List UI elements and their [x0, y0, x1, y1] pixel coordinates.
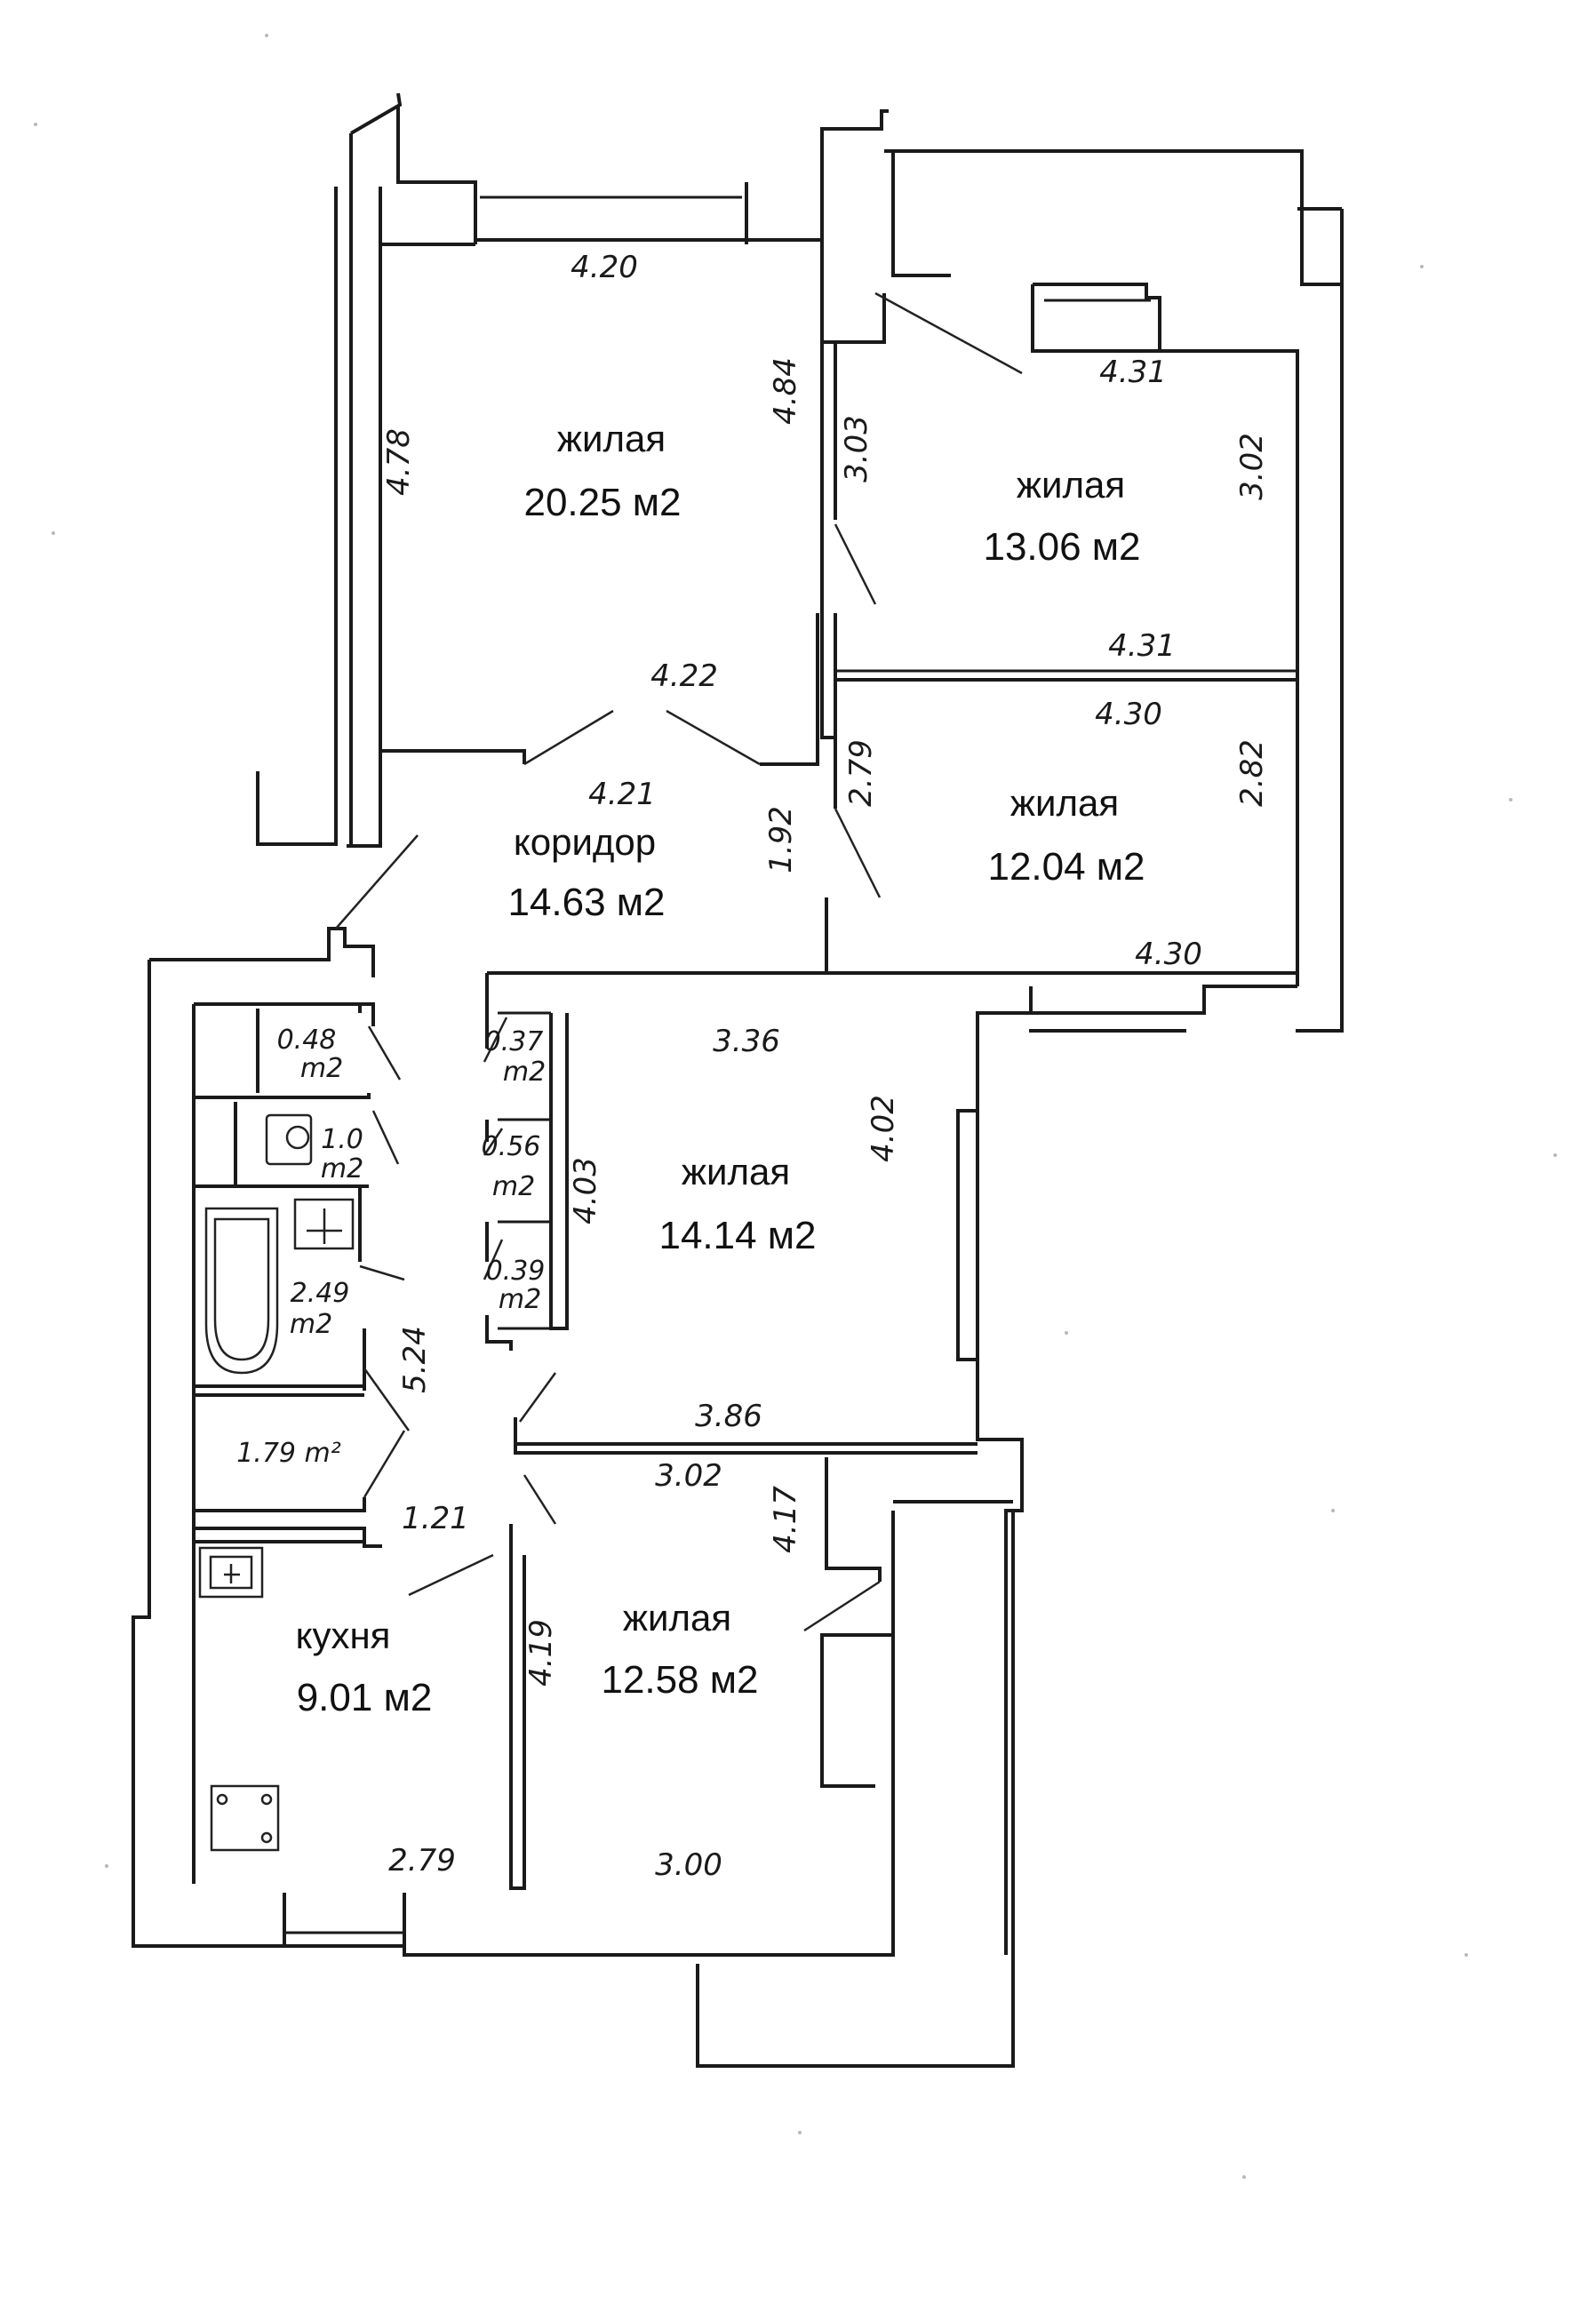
dim-living-3-right: 2.82 — [1234, 739, 1270, 807]
inner-walls — [194, 240, 1297, 1890]
living-5-name: жилая — [623, 1597, 731, 1639]
dim-living-3-bottom: 4.30 — [1135, 937, 1202, 972]
dim-corridor-side: 1.92 — [763, 806, 799, 873]
corridor-name: коридор — [514, 821, 656, 863]
dim-living-2-bottom: 4.31 — [1108, 628, 1176, 664]
room-labels: жилая 20.25 м2 жилая 13.06 м2 жилая 12.0… — [296, 418, 1145, 1719]
living-3-name: жилая — [1010, 782, 1119, 824]
closet-a-unit: m2 — [300, 1053, 343, 1084]
living-5-area: 12.58 м2 — [601, 1658, 758, 1702]
dim-living-2-top: 4.31 — [1099, 355, 1167, 390]
scan-noise — [34, 34, 1557, 2179]
living-1-area: 20.25 м2 — [523, 481, 681, 524]
outer-walls — [132, 92, 1344, 2068]
bath-value: 2.49 — [291, 1278, 350, 1309]
doors — [335, 291, 1023, 1632]
dim-living-4-right: 4.02 — [866, 1095, 901, 1162]
living-1-name: жилая — [557, 418, 666, 459]
kitchen-area: 9.01 м2 — [297, 1676, 433, 1719]
dim-kitchen-bottom: 2.79 — [388, 1843, 456, 1878]
closet-b-unit: m2 — [503, 1057, 546, 1088]
toilet-icon — [265, 1113, 313, 1166]
stove-icon — [210, 1784, 280, 1852]
dim-living-1-top: 4.20 — [571, 250, 638, 285]
living-3-area: 12.04 м2 — [987, 845, 1145, 889]
utility-value: 1.79 m² — [236, 1438, 341, 1469]
bath-unit: m2 — [290, 1309, 332, 1340]
dim-corridor-exit: 1.21 — [402, 1501, 469, 1536]
dimension-labels: 4.20 4.78 4.84 4.22 4.31 3.03 3.02 4.31 … — [381, 250, 1270, 1883]
living-2-name: жилая — [1017, 464, 1125, 506]
toilet-value: 1.0 — [321, 1124, 363, 1155]
dim-living-5-left: 4.19 — [523, 1619, 559, 1687]
dim-living-4-top: 3.36 — [713, 1024, 780, 1059]
living-4-area: 14.14 м2 — [658, 1214, 816, 1257]
dim-living-1-right: 4.84 — [768, 357, 803, 425]
dim-living-3-top: 4.30 — [1095, 697, 1162, 732]
closet-d-value: 0.39 — [486, 1256, 546, 1287]
dim-corridor-top: 4.21 — [588, 777, 656, 812]
kitchen-name: кухня — [296, 1615, 391, 1656]
small-room-labels: 0.48 m2 1.0 m2 2.49 m2 1.79 m² 0.37 m2 0… — [236, 1025, 546, 1469]
fixtures — [198, 1113, 355, 1852]
closet-c-unit: m2 — [492, 1171, 535, 1202]
dim-living-4-left: 4.03 — [568, 1157, 603, 1224]
dim-living-1-left: 4.78 — [381, 428, 417, 496]
closet-b-value: 0.37 — [484, 1026, 544, 1057]
dim-living-2-left: 3.03 — [839, 415, 874, 483]
bathtub-icon — [204, 1207, 279, 1375]
closet-d-unit: m2 — [499, 1284, 541, 1315]
dim-living-3-left: 2.79 — [843, 739, 879, 807]
dim-living-4-bottom: 3.86 — [695, 1399, 762, 1434]
sink-icon — [293, 1198, 355, 1250]
kitchen-sink-icon — [198, 1546, 264, 1599]
dim-living-1-bottom: 4.22 — [650, 658, 718, 694]
dim-living-2-right: 3.02 — [1234, 433, 1270, 500]
closet-a-value: 0.48 — [277, 1025, 337, 1056]
living-4-name: жилая — [682, 1151, 790, 1192]
dim-living-5-top: 3.02 — [655, 1458, 722, 1494]
dim-living-5-bottom: 3.00 — [655, 1847, 722, 1883]
corridor-area: 14.63 м2 — [507, 881, 665, 924]
dim-corridor-lower: 5.24 — [397, 1326, 433, 1393]
living-2-area: 13.06 м2 — [983, 525, 1140, 569]
toilet-unit: m2 — [321, 1153, 363, 1184]
dim-living-5-right: 4.17 — [768, 1486, 803, 1553]
closet-c-value: 0.56 — [482, 1131, 541, 1162]
